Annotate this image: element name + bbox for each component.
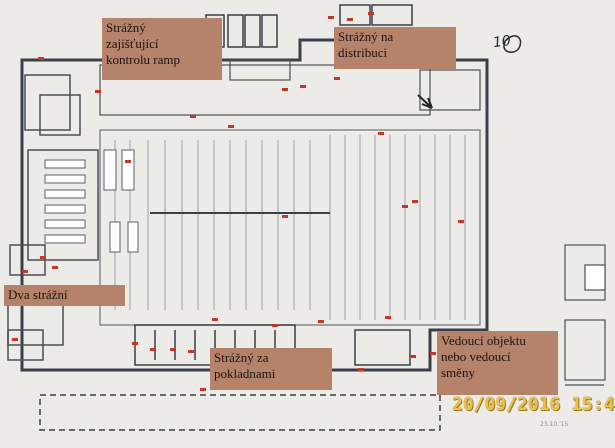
entrance-outline (39, 394, 441, 431)
callout-ramp-guard: Strážný zajišťující kontrolu ramp (102, 18, 222, 80)
document-corner-text: 23.10.'15 (540, 421, 569, 428)
building-outline (20, 38, 489, 372)
fresh-section (103, 149, 139, 253)
left-rooms (7, 74, 99, 361)
callout-manager: Vedoucí objektu nebo vedoucí směny (437, 331, 558, 395)
callout-checkout-guard: Strážný za pokladnami (210, 348, 332, 390)
right-annex (564, 244, 606, 386)
sales-floor (99, 129, 481, 326)
left-shelves (44, 159, 86, 244)
callout-two-guards: Dva strážní (4, 285, 125, 306)
handwritten-number: 10 (491, 32, 512, 52)
photo-timestamp: 20/09/2016 15:4 (452, 394, 615, 415)
handwritten-mark (502, 35, 522, 53)
guard-markers (12, 12, 464, 391)
entrance-arrow (417, 94, 433, 109)
callout-distribution-guard: Strážný na distribuci (334, 27, 456, 69)
